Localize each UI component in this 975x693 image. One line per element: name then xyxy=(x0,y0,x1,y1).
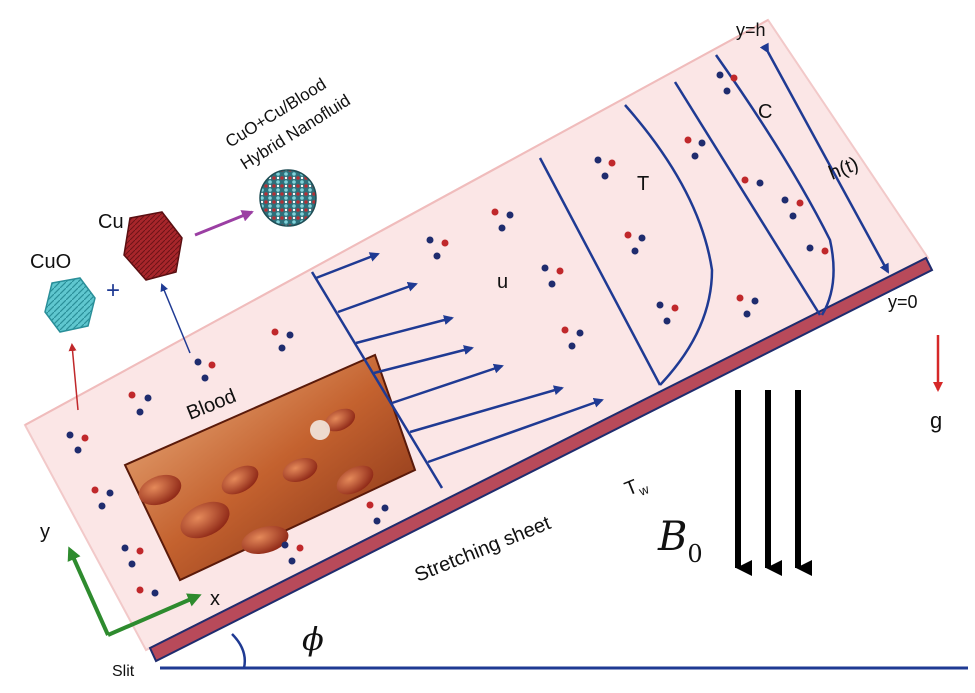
angle-arc xyxy=(231,633,246,669)
label-wall-temp: Tw xyxy=(622,472,652,504)
blood-image xyxy=(123,353,417,582)
coordinate-axes xyxy=(67,546,202,637)
height-arrow xyxy=(759,42,890,274)
magnetic-field-arrows xyxy=(735,390,812,576)
label-plus: + xyxy=(106,277,120,304)
label-temperature: T xyxy=(637,173,649,195)
label-y-bottom: y=0 xyxy=(888,292,918,312)
label-axis-y: y xyxy=(40,521,50,543)
upper-boundary xyxy=(24,19,769,426)
hybrid-arrow xyxy=(194,210,254,237)
stretching-sheet xyxy=(148,256,934,663)
label-u: u xyxy=(497,271,508,293)
label-y-top: y=h xyxy=(736,20,766,40)
label-cu: Cu xyxy=(98,211,124,233)
hybrid-particle-icon xyxy=(259,169,317,227)
cuo-particle-icon xyxy=(44,277,96,333)
nanoparticle-dots xyxy=(66,71,829,597)
cu-source-arrow xyxy=(160,283,191,354)
label-concentration: C xyxy=(758,101,772,123)
label-stretching-sheet: Stretching sheet xyxy=(412,512,555,587)
label-cuo: CuO xyxy=(30,251,71,273)
label-slit: Slit xyxy=(112,663,135,680)
cu-particle-icon xyxy=(123,211,183,281)
label-axis-x: x xyxy=(210,588,220,610)
label-magnetic-field: B0 xyxy=(657,514,703,568)
temperature-profile xyxy=(538,104,714,386)
cuo-source-arrow xyxy=(68,343,79,411)
label-gravity: g xyxy=(930,408,942,433)
velocity-profile xyxy=(310,252,604,489)
label-angle: ϕ xyxy=(302,620,324,658)
